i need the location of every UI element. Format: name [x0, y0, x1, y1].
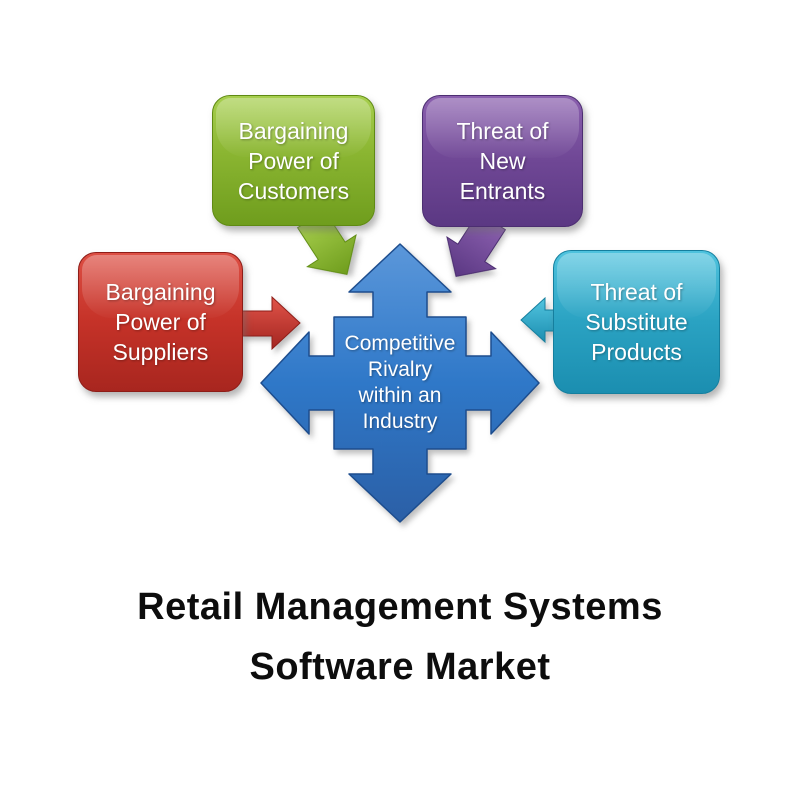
title-line: Retail Management Systems: [137, 586, 663, 628]
center-label-line: Industry: [362, 410, 438, 433]
force-box-suppliers: Bargaining Power of Suppliers: [78, 252, 243, 392]
force-label-line: Threat of: [590, 279, 683, 305]
force-label-line: Suppliers: [112, 339, 209, 365]
center-label-line: Competitive: [344, 332, 456, 355]
force-box-customers: Bargaining Power of Customers: [212, 95, 375, 226]
connector-arrow-substitutes: [520, 296, 557, 344]
center-label-line: Rivalry: [367, 358, 433, 381]
force-label-line: New: [479, 148, 526, 174]
center-label-line: within an: [358, 384, 442, 407]
force-label-line: Substitute: [585, 309, 688, 335]
force-label-suppliers: Bargaining Power of Suppliers: [106, 277, 216, 367]
force-label-line: Entrants: [459, 178, 546, 204]
connector-arrow-new-entrants: [446, 211, 507, 277]
force-label-line: Power of: [248, 147, 339, 174]
force-label-line: Bargaining: [238, 117, 349, 144]
force-label-line: Power of: [115, 309, 206, 335]
connector-arrow-suppliers: [241, 295, 301, 351]
force-label-line: Threat of: [456, 118, 549, 144]
force-label-substitutes: Threat of Substitute Products: [585, 277, 687, 367]
center-label: Competitive Rivalry within an Industry: [320, 331, 480, 435]
force-label-line: Bargaining: [105, 279, 216, 305]
force-box-substitutes: Threat of Substitute Products: [553, 250, 720, 394]
force-box-new-entrants: Threat of New Entrants: [422, 95, 583, 227]
diagram-title: Retail Management Systems Software Marke…: [0, 577, 800, 697]
title-line: Software Market: [249, 646, 551, 688]
force-label-customers: Bargaining Power of Customers: [238, 116, 349, 206]
force-label-new-entrants: Threat of New Entrants: [456, 116, 548, 206]
force-label-line: Products: [591, 339, 682, 365]
force-label-line: Customers: [237, 177, 350, 204]
center-quad-arrow: [260, 243, 540, 523]
